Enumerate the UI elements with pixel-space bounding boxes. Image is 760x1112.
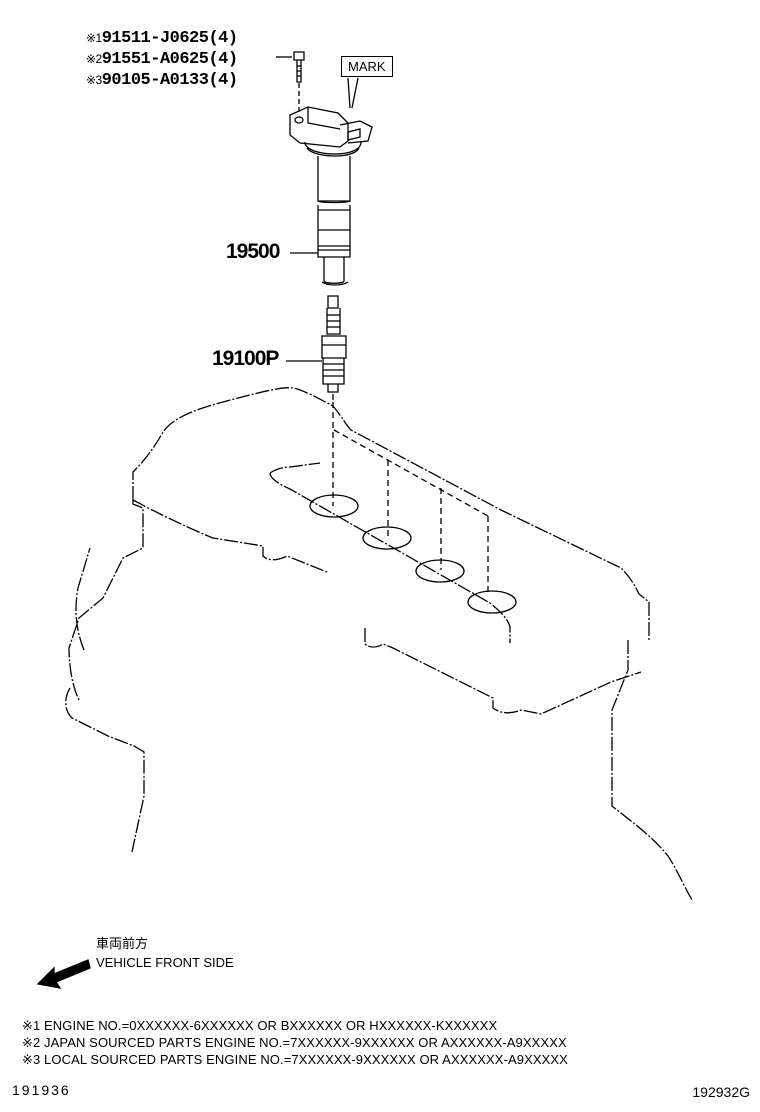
part-note-3: ※390105-A0133(4): [86, 71, 238, 90]
bolt-icon: [293, 51, 305, 112]
spark-plug-holes: [309, 494, 517, 614]
part-note-2: ※291551-A0625(4): [86, 50, 238, 69]
mark-label: MARK: [341, 56, 393, 77]
vehicle-front-english: VEHICLE FRONT SIDE: [96, 955, 234, 970]
footnote-3: ※3 LOCAL SOURCED PARTS ENGINE NO.=7XXXXX…: [22, 1052, 568, 1067]
vehicle-front-label: 車両前方 VEHICLE FRONT SIDE: [96, 934, 234, 972]
part-note-1: ※191511-J0625(4): [86, 29, 238, 48]
footnotes: ※1 ENGINE NO.=0XXXXXX-6XXXXXX OR BXXXXXX…: [22, 1017, 568, 1068]
mark-leader: [347, 77, 359, 109]
ignition-coil-callout[interactable]: 19500: [226, 240, 280, 263]
vehicle-front-japanese: 車両前方: [96, 936, 149, 951]
spark-plug-callout[interactable]: 19100P: [212, 347, 279, 370]
spark-plug-icon: [321, 295, 347, 400]
footnote-1: ※1 ENGINE NO.=0XXXXXX-6XXXXXX OR BXXXXXX…: [22, 1018, 498, 1033]
part-notes: ※191511-J0625(4) ※291551-A0625(4) ※39010…: [86, 28, 238, 91]
vehicle-front-arrow: [36, 959, 91, 989]
engine-outline: [65, 387, 693, 901]
illustration-code-left: 191936: [12, 1082, 71, 1098]
install-lines: [332, 402, 489, 595]
ignition-coil-icon: [289, 106, 373, 286]
footnote-2: ※2 JAPAN SOURCED PARTS ENGINE NO.=7XXXXX…: [22, 1035, 567, 1050]
illustration-code-right: 192932G: [692, 1084, 750, 1100]
